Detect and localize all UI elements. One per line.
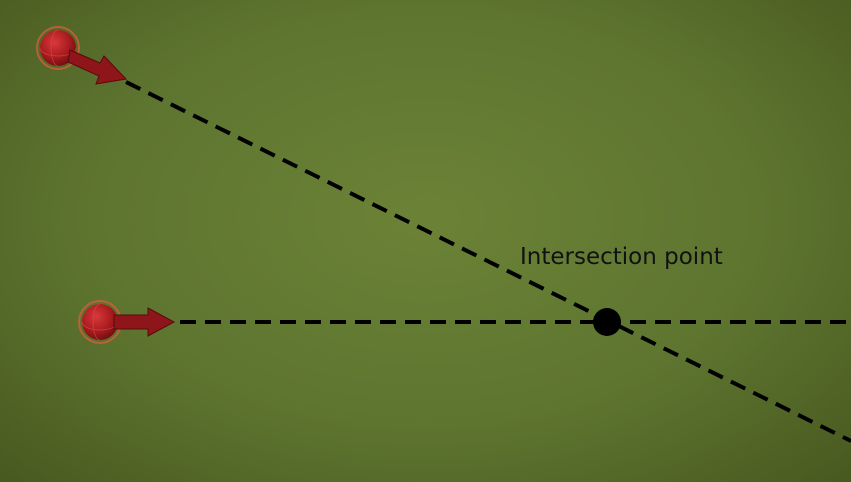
agent-top — [36, 26, 128, 85]
red-sphere-agent-icon — [82, 304, 118, 340]
path-line-diagonal — [125, 80, 851, 443]
agent-top-glow — [36, 26, 80, 70]
sphere-wire — [39, 29, 77, 67]
intersection-label: Intersection point — [520, 244, 723, 270]
intersection-point-marker — [593, 308, 621, 336]
direction-arrow-icon — [67, 49, 128, 85]
red-sphere-agent-icon — [40, 30, 76, 66]
direction-arrow-icon — [113, 307, 176, 337]
agent-bottom — [78, 300, 176, 344]
